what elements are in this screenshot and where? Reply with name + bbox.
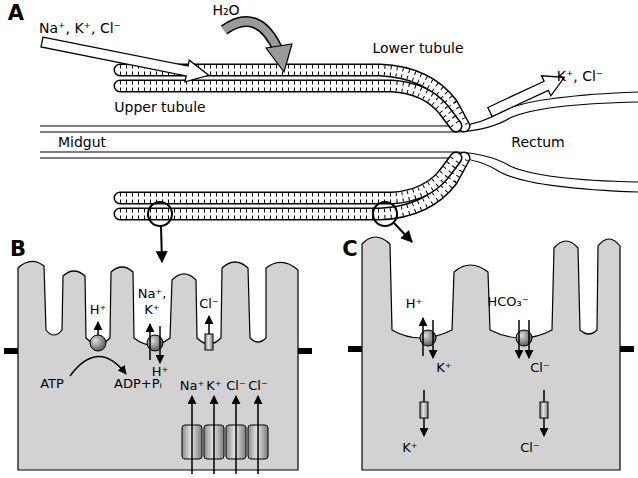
k-h-exchanger	[420, 318, 436, 358]
curved-arrow-body	[224, 22, 278, 50]
cl-hco3-exchanger	[516, 320, 532, 358]
water-label: H₂O	[212, 2, 239, 18]
region-label: Midgut	[58, 134, 106, 150]
tubule-wall	[120, 70, 464, 126]
transport-arrow	[97, 322, 99, 336]
ion-label: Cl⁻	[520, 440, 540, 456]
ion-label: Cl⁻	[248, 378, 268, 394]
junction-tab	[4, 348, 18, 354]
upper-tubule-cell	[18, 261, 298, 470]
open-arrow	[485, 67, 569, 122]
tubule-lumen	[120, 70, 464, 126]
basal-channels	[420, 390, 548, 436]
midgut-wall	[40, 131, 458, 132]
open-arrow	[40, 31, 211, 86]
tubule-cells	[120, 158, 456, 198]
ion-label: Na⁺	[180, 378, 205, 394]
ion-label: K⁺	[206, 378, 221, 394]
tubule-wall	[120, 158, 464, 214]
chloride-channel	[205, 316, 213, 350]
cotransporter	[182, 396, 268, 474]
midgut-wall	[40, 151, 458, 152]
tubule-wall	[120, 70, 464, 126]
transport-arrow	[518, 320, 520, 358]
pump-symbol	[90, 335, 106, 351]
tubule-wall	[120, 158, 456, 198]
ion-label: K⁺	[402, 440, 417, 456]
curved-arrow-outline	[224, 22, 278, 50]
malpighian-tubules	[120, 70, 464, 214]
zoom-circle	[148, 202, 172, 226]
rectum-wall	[458, 102, 638, 132]
rectum-wall	[458, 92, 638, 126]
tubule-cells	[120, 70, 464, 126]
ion-label: Cl⁻	[226, 378, 246, 394]
water-arrow	[224, 22, 292, 72]
ion-label: K⁺	[436, 360, 451, 376]
ion-label: H⁺	[90, 302, 107, 318]
atp-arrow	[70, 356, 126, 376]
transport-arrow	[191, 396, 193, 474]
transport-arrow	[213, 396, 215, 474]
transport-arrow	[235, 396, 237, 474]
tubule-lumen	[120, 158, 456, 198]
transport-arrow	[432, 320, 434, 358]
ion-label: K⁺, Cl⁻	[557, 68, 604, 84]
ion-label: Na⁺, K⁺, Cl⁻	[39, 20, 121, 36]
tubule-lower-pair	[120, 158, 464, 214]
transport-arrow	[159, 326, 161, 363]
panel-letter: B	[10, 238, 26, 260]
rectum-wall	[458, 158, 638, 192]
junction-tab	[620, 346, 634, 352]
transport-arrow	[528, 320, 530, 358]
ion-label: Na⁺, K⁺	[134, 286, 170, 318]
transport-arrow	[422, 318, 424, 356]
curved-arrow-head	[266, 44, 292, 72]
cation-exchanger	[147, 324, 163, 363]
lower-tubule-cell	[362, 237, 620, 470]
rectum-wall	[458, 152, 638, 182]
tubule-lumen	[120, 158, 464, 214]
midgut-wall	[40, 125, 458, 126]
ion-influx-arrow	[40, 31, 211, 86]
zoom-arrow	[394, 223, 412, 242]
ion-label: H⁺	[406, 296, 423, 312]
energy-label: ADP+Pᵢ	[114, 376, 162, 392]
ion-label: HCO₃⁻	[487, 294, 528, 310]
junction-tab	[298, 348, 312, 354]
panel-letter: A	[8, 2, 24, 24]
zoom-arrow	[161, 226, 162, 262]
transport-arrow	[257, 396, 259, 474]
tubule-cells	[120, 158, 464, 214]
tubule-wall	[120, 158, 456, 198]
transport-arrow	[149, 324, 151, 360]
ion-label: Cl⁻	[530, 360, 550, 376]
region-label: Rectum	[511, 134, 564, 150]
region-label: Lower tubule	[372, 40, 463, 56]
proton-pump	[70, 322, 126, 376]
region-label: Upper tubule	[114, 99, 205, 115]
channel-symbol	[420, 402, 428, 418]
panel-letter: C	[342, 238, 357, 260]
energy-label: ATP	[40, 376, 64, 392]
tubule-upper-pair	[120, 70, 464, 126]
channel-symbol	[205, 334, 213, 350]
zoom-circle	[373, 202, 397, 226]
gut-lines	[40, 92, 638, 192]
midgut-wall	[40, 157, 458, 158]
ion-label: Cl⁻	[199, 296, 219, 312]
channel-symbol	[540, 402, 548, 418]
junction-tab	[348, 346, 362, 352]
tubule-wall	[120, 158, 464, 214]
ion-efflux-arrow	[485, 67, 569, 122]
